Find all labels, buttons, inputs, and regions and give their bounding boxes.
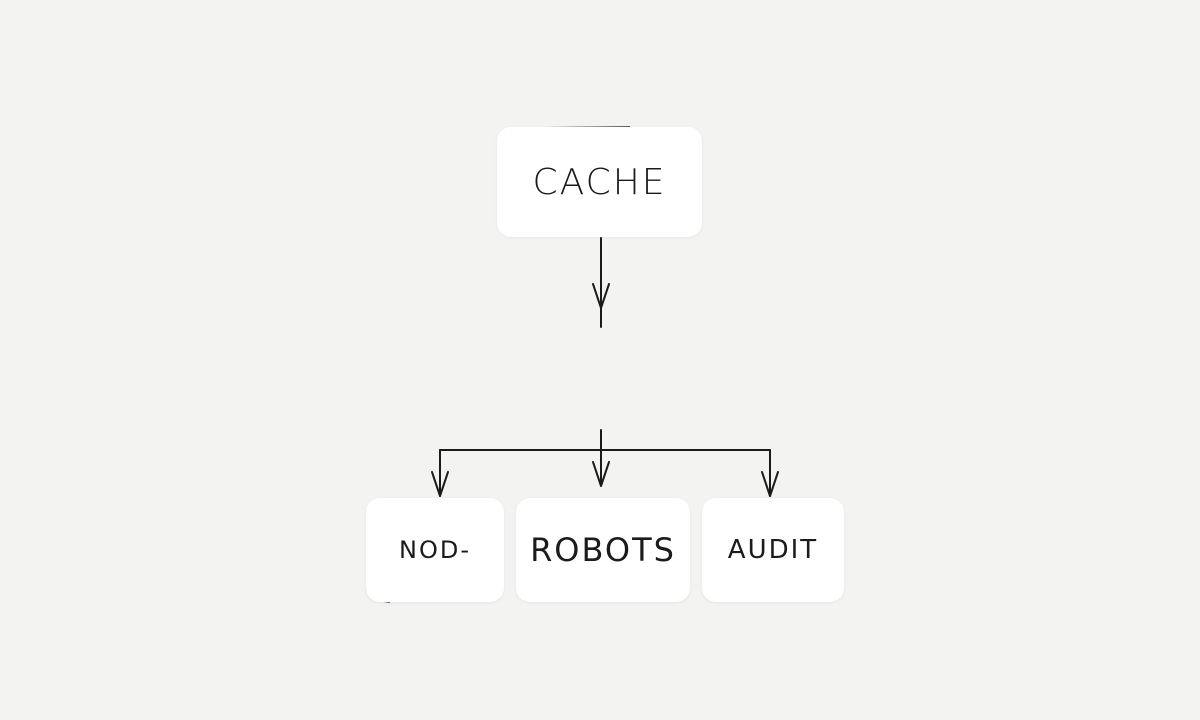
node-audit-label: AUDIT bbox=[727, 535, 819, 565]
edge-to-robots-arrowhead bbox=[592, 461, 610, 487]
node-cache-label: CACHE bbox=[532, 161, 667, 203]
node-nod[interactable]: NOD- bbox=[366, 498, 504, 602]
node-robots[interactable]: ROBOTS bbox=[516, 498, 690, 602]
node-cache[interactable]: CACHE bbox=[497, 127, 702, 237]
root-stem-arrowhead bbox=[592, 283, 610, 309]
node-nod-label: NOD- bbox=[399, 536, 471, 564]
node-robots-label: ROBOTS bbox=[530, 531, 676, 569]
edge-to-audit-arrowhead bbox=[761, 471, 779, 497]
edge-to-nod-arrowhead bbox=[431, 471, 449, 497]
node-audit[interactable]: AUDIT bbox=[702, 498, 844, 602]
